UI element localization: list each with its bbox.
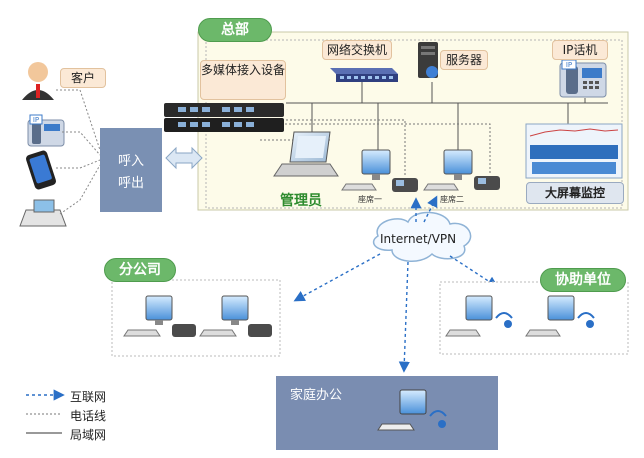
phone-line-customer-2 xyxy=(62,131,101,156)
phone-line-customer-1 xyxy=(56,89,101,151)
svg-text:IP: IP xyxy=(566,61,572,69)
seat-two-label: 座席二 xyxy=(440,195,464,204)
hq-title: 总部 xyxy=(198,18,272,42)
branch-pc-2-icon xyxy=(199,295,272,337)
customer-ip-badge: IP xyxy=(33,116,39,124)
switch-label: 网络交换机 xyxy=(322,40,392,60)
call-box-line1: 呼入 xyxy=(118,154,145,169)
seat-one-label: 座席一 xyxy=(358,195,382,204)
server-label: 服务器 xyxy=(440,50,488,70)
internet-link-branch xyxy=(293,253,381,302)
call-box-double-arrow-icon xyxy=(165,146,203,170)
call-box-line2: 呼出 xyxy=(118,176,145,191)
server-icon xyxy=(418,42,438,78)
partner-title: 协助单位 xyxy=(540,268,626,292)
phone-line-customer-4 xyxy=(59,164,101,215)
legend-lan-label: 局域网 xyxy=(70,428,107,442)
call-box xyxy=(100,128,162,212)
phone-line-customer-3 xyxy=(56,159,101,169)
ip-phone-label: IP话机 xyxy=(552,40,608,60)
admin-laptop-icon xyxy=(273,131,339,177)
home-pc-icon xyxy=(377,389,447,431)
internet-cloud-label: Internet/VPN xyxy=(380,232,457,246)
customer-mobile-icon xyxy=(26,150,56,190)
seat-one-monitor-icon xyxy=(341,149,391,191)
customer-ip-phone-icon: IP xyxy=(27,114,65,147)
seat-two-monitor-icon xyxy=(423,149,473,191)
branch-title: 分公司 xyxy=(104,258,176,282)
home-office-box xyxy=(276,376,498,450)
customer-avatar-icon xyxy=(22,62,54,100)
multimedia-gateway-label: 多媒体接入设备 xyxy=(200,60,286,100)
big-screen-icon xyxy=(525,123,623,179)
partner-pc-1-icon xyxy=(445,295,513,337)
branch-pc-1-icon xyxy=(123,295,196,337)
partner-pc-2-icon xyxy=(525,295,595,337)
branch-panel xyxy=(111,279,281,357)
home-office-title: 家庭办公 xyxy=(290,388,343,403)
legend-internet-label: 互联网 xyxy=(70,390,107,404)
customer-fax-icon xyxy=(19,199,67,227)
legend-phone-label: 电话线 xyxy=(70,409,107,423)
ip-phone-icon: IP xyxy=(559,59,607,98)
seat-two-phone-icon xyxy=(474,176,500,190)
multimedia-gateway-icon xyxy=(164,103,284,132)
admin-label: 管理员 xyxy=(280,193,322,209)
customer-label: 客户 xyxy=(60,68,106,88)
seat-one-phone-icon xyxy=(392,178,418,192)
switch-icon xyxy=(330,68,398,82)
internet-link-home xyxy=(398,261,410,373)
internet-link-hq-2 xyxy=(423,195,438,223)
internet-cloud-icon xyxy=(372,211,472,262)
big-screen-label: 大屏幕监控 xyxy=(526,182,624,204)
